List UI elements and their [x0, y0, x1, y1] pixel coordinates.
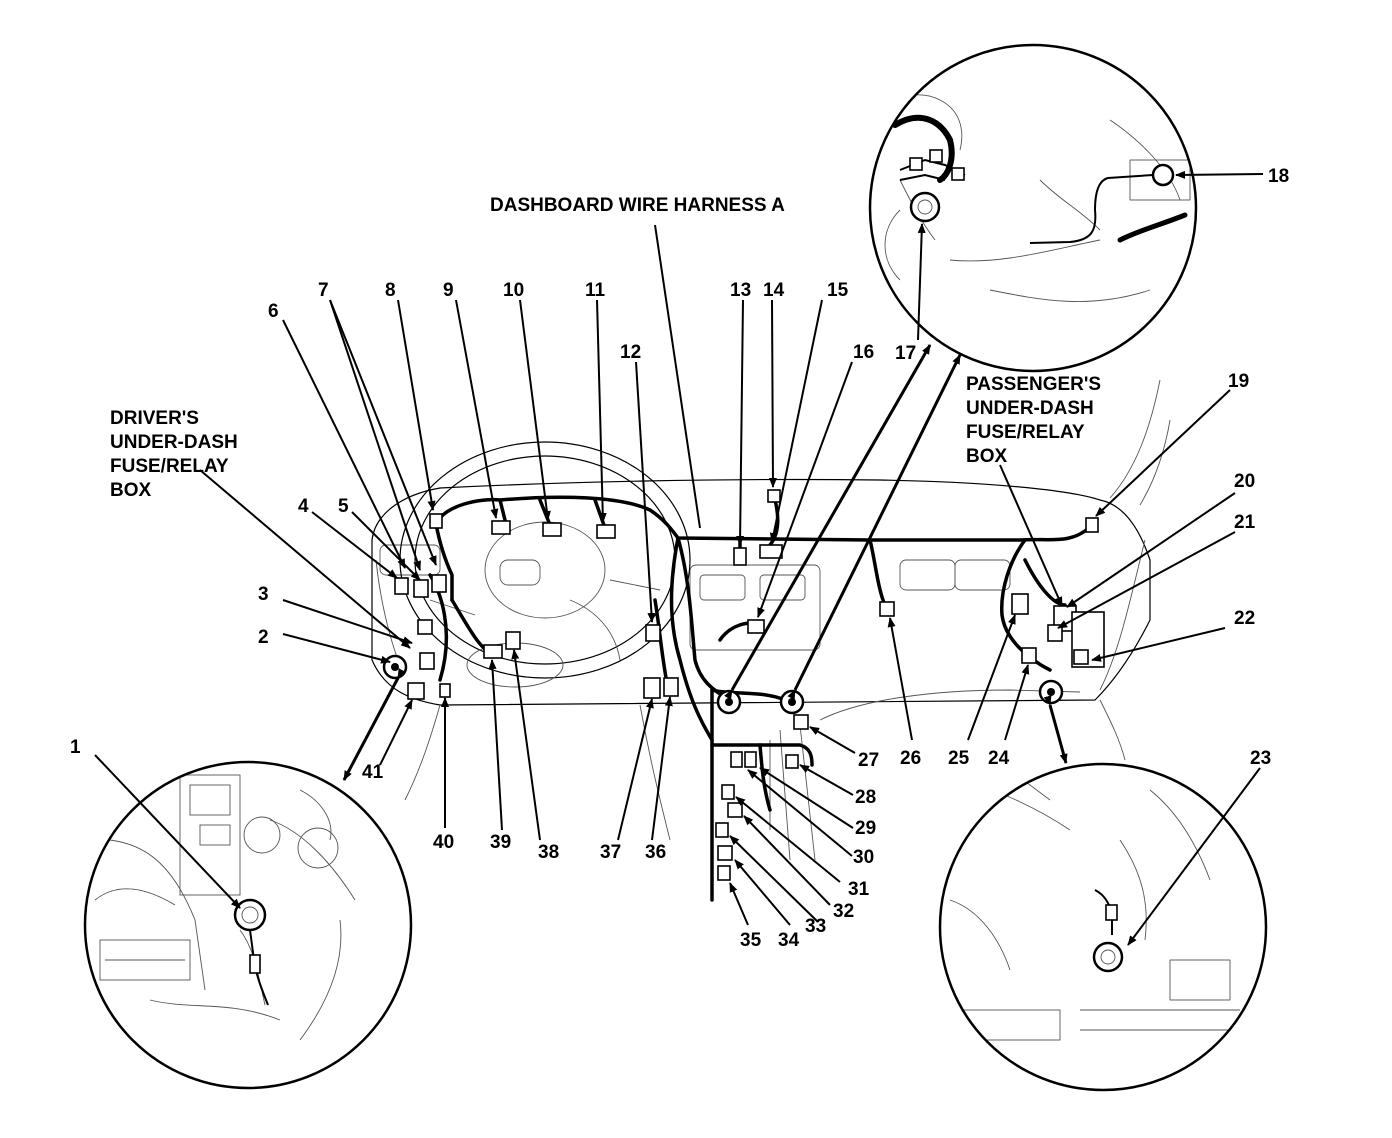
- callout-41: 41: [362, 762, 384, 783]
- callout-34: 34: [778, 930, 800, 951]
- driver-box-caption-line-3: FUSE/RELAY: [110, 456, 229, 477]
- harness-caption: DASHBOARD WIRE HARNESS A: [490, 195, 785, 216]
- driver-box-caption-line-1: DRIVER'S: [110, 408, 199, 429]
- callout-29: 29: [855, 818, 876, 839]
- callout-24: 24: [988, 748, 1010, 769]
- detail-view-passenger-ground: [938, 762, 1268, 1092]
- passenger-box-caption-line-3: FUSE/RELAY: [966, 422, 1085, 443]
- callout-20: 20: [1234, 471, 1255, 492]
- detail-view-driver-ground: [83, 760, 413, 1090]
- driver-box-caption-line-2: UNDER-DASH: [110, 432, 238, 453]
- reference-arrows: [342, 344, 1068, 781]
- callout-4: 4: [298, 496, 309, 517]
- callout-2: 2: [258, 627, 269, 648]
- callout-27: 27: [858, 750, 879, 771]
- callout-21: 21: [1234, 512, 1256, 533]
- callout-16: 16: [853, 342, 874, 363]
- captions: DASHBOARD WIRE HARNESS A DRIVER'S UNDER-…: [110, 195, 1101, 501]
- callout-3: 3: [258, 584, 269, 605]
- callout-38: 38: [538, 842, 559, 863]
- callout-10: 10: [503, 280, 524, 301]
- callout-32: 32: [833, 901, 854, 922]
- callout-26: 26: [900, 748, 921, 769]
- callout-31: 31: [848, 879, 870, 900]
- callout-37: 37: [600, 842, 621, 863]
- callout-25: 25: [948, 748, 970, 769]
- callout-23: 23: [1250, 748, 1271, 769]
- dashboard-wire-harness-a: [428, 495, 1092, 902]
- callout-22: 22: [1234, 608, 1255, 629]
- callout-12: 12: [620, 342, 641, 363]
- driver-box-caption-line-4: BOX: [110, 480, 152, 501]
- callout-28: 28: [855, 787, 876, 808]
- callout-6: 6: [268, 301, 279, 322]
- steering-wheel: [399, 441, 691, 688]
- callout-36: 36: [645, 842, 666, 863]
- leader-lines: [94, 170, 1264, 946]
- callout-11: 11: [585, 280, 606, 301]
- callout-15: 15: [827, 280, 849, 301]
- callout-39: 39: [490, 832, 511, 853]
- callout-13: 13: [730, 280, 751, 301]
- passenger-box-caption-line-4: BOX: [966, 446, 1008, 467]
- callout-19: 19: [1228, 371, 1249, 392]
- callout-5: 5: [338, 496, 349, 517]
- callout-30: 30: [853, 847, 874, 868]
- passenger-box-caption-line-1: PASSENGER'S: [966, 374, 1101, 395]
- callout-18: 18: [1268, 166, 1289, 187]
- callout-numbers: 1 2 3 4 5 6 7 8 9 10 11 12 13 14 15 16 1…: [70, 166, 1289, 951]
- callout-8: 8: [385, 280, 396, 301]
- callout-14: 14: [763, 280, 785, 301]
- callout-7: 7: [318, 280, 329, 301]
- passenger-box-caption-line-2: UNDER-DASH: [966, 398, 1094, 419]
- callout-40: 40: [433, 832, 454, 853]
- callout-9: 9: [443, 280, 454, 301]
- callout-35: 35: [740, 930, 762, 951]
- callout-1: 1: [70, 737, 81, 758]
- callout-17: 17: [895, 343, 916, 364]
- callout-33: 33: [805, 916, 826, 937]
